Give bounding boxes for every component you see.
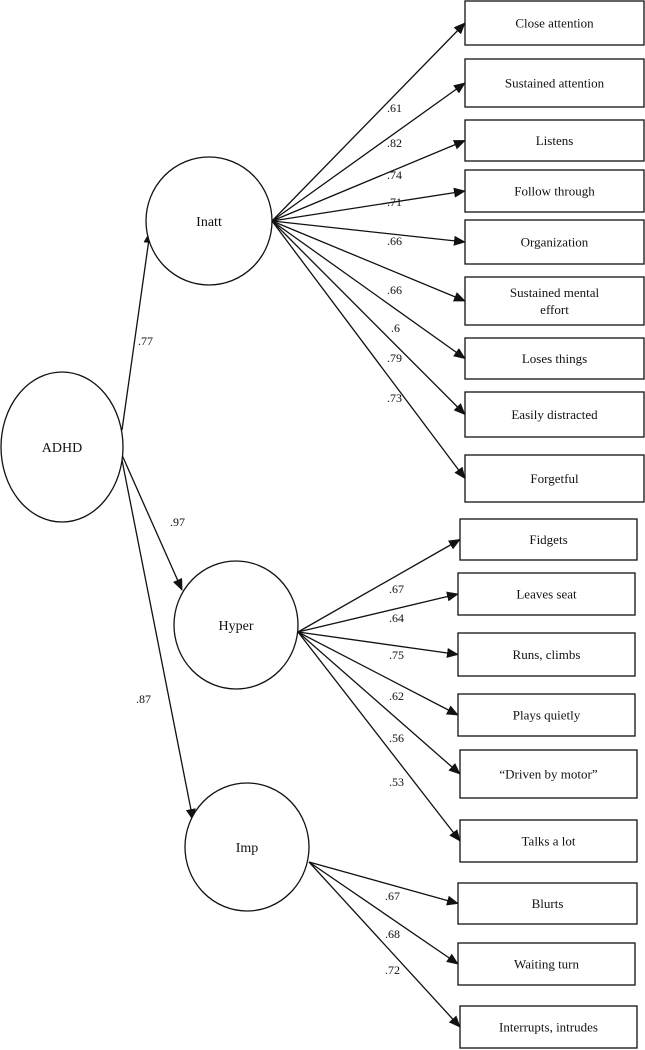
loading-forgetful: .79 xyxy=(387,351,402,365)
arrow-imp-to-interrupts-intrudes xyxy=(308,861,461,1028)
arrow-imp-to-blurts xyxy=(308,861,459,906)
loading-sustained-mental-effort: .66 xyxy=(387,234,402,248)
loading-driven-by-motor: .62 xyxy=(389,689,404,703)
arrow-inatt-to-follow-through xyxy=(271,187,466,222)
arrow-hyper-to-runs-climbs xyxy=(297,631,459,658)
arrow-hyper-to-talks-a-lot xyxy=(297,631,461,842)
loading-hyper-extra: .53 xyxy=(389,775,404,789)
indicator-box-driven-by-motor xyxy=(459,749,638,799)
indicator-label-runs-climbs: Runs, climbs xyxy=(513,647,581,662)
indicator-box-organization xyxy=(464,219,645,265)
indicator-box-listens xyxy=(464,119,645,162)
indicator-label-talks-a-lot: Talks a lot xyxy=(522,834,576,849)
arrow-hyper-to-driven-by-motor xyxy=(297,631,461,775)
arrow-inatt-to-loses-things xyxy=(271,220,466,360)
indicator-label-loses-things: Loses things xyxy=(522,351,587,366)
indicator-label-leaves-seat: Leaves seat xyxy=(516,587,577,602)
loading-follow-through: .74 xyxy=(387,168,402,182)
indicator-box-sustained-mental-effort xyxy=(464,276,645,326)
loading-loses-things: .66 xyxy=(387,283,402,297)
latent-hyper-circle xyxy=(173,560,299,690)
indicator-box-close-attention xyxy=(464,0,645,46)
arrow-inatt-to-organization xyxy=(271,220,466,246)
arrow-inatt-to-sustained-mental-effort xyxy=(271,220,466,302)
loading-inatt-extra: .73 xyxy=(387,391,402,405)
loading-plays-quietly: .75 xyxy=(389,648,404,662)
loading-sustained-attention: .61 xyxy=(387,101,402,115)
loading-organization: .71 xyxy=(387,195,402,209)
indicator-box-forgetful xyxy=(464,454,645,503)
indicator-label-close-attention: Close attention xyxy=(515,16,594,31)
loading-waiting-turn: .67 xyxy=(385,889,400,903)
indicator-box-talks-a-lot xyxy=(459,819,638,863)
indicator-label-easily-distracted: Easily distracted xyxy=(511,407,598,422)
arrow-inatt-to-listens xyxy=(271,139,466,222)
indicator-box-fidgets xyxy=(459,518,638,561)
arrow-imp-to-waiting-turn xyxy=(308,861,459,965)
indicator-label-fidgets: Fidgets xyxy=(529,532,567,547)
arrow-inatt-to-close-attention xyxy=(271,22,466,222)
loading-imp-extra: .72 xyxy=(385,963,400,977)
indicator-box-waiting-turn xyxy=(457,942,636,986)
indicator-label-follow-through: Follow through xyxy=(514,184,595,199)
latent-inatt-circle xyxy=(145,156,273,286)
arrow-adhd-to-inatt xyxy=(121,231,154,431)
arrow-inatt-to-sustained-attention xyxy=(271,82,466,222)
latent-imp-label: Imp xyxy=(236,841,259,856)
indicator-label-sustained-mental-effort-line-1: Sustained mental xyxy=(510,285,600,300)
indicator-box-loses-things xyxy=(464,337,645,380)
indicator-label-plays-quietly: Plays quietly xyxy=(513,708,581,723)
indicator-label-driven-by-motor: “Driven by motor” xyxy=(499,767,597,782)
indicator-label-waiting-turn: Waiting turn xyxy=(514,957,580,972)
indicator-box-follow-through xyxy=(464,169,645,213)
indicator-box-interrupts-intrudes xyxy=(459,1005,638,1049)
latent-adhd-label: ADHD xyxy=(42,441,82,456)
latent-inatt-label: Inatt xyxy=(196,215,222,230)
loading-listens: .82 xyxy=(387,136,402,150)
indicator-label-sustained-attention: Sustained attention xyxy=(505,76,605,91)
indicator-box-runs-climbs xyxy=(457,632,636,677)
arrow-inatt-to-forgetful xyxy=(271,220,466,480)
latent-imp-circle xyxy=(184,782,310,912)
loading-adhd-imp: .87 xyxy=(136,692,151,706)
indicator-label-interrupts-intrudes: Interrupts, intrudes xyxy=(499,1020,598,1035)
loading-leaves-seat: .67 xyxy=(389,582,404,596)
indicator-label-sustained-mental-effort-line-2: effort xyxy=(540,302,569,317)
loading-interrupts-intrudes: .68 xyxy=(385,927,400,941)
arrow-hyper-to-plays-quietly xyxy=(297,631,459,716)
arrow-hyper-to-fidgets xyxy=(297,538,461,633)
indicator-box-leaves-seat xyxy=(457,572,636,616)
loading-talks-a-lot: .56 xyxy=(389,731,404,745)
indicator-box-plays-quietly xyxy=(457,693,636,737)
indicator-label-blurts: Blurts xyxy=(532,896,564,911)
latent-hyper-label: Hyper xyxy=(219,619,254,634)
indicator-box-blurts xyxy=(457,882,638,925)
loading-adhd-inatt: .77 xyxy=(138,334,153,348)
indicator-label-organization: Organization xyxy=(521,235,589,250)
loading-easily-distracted: .6 xyxy=(391,321,400,335)
latent-adhd-circle xyxy=(0,371,124,523)
arrow-inatt-to-easily-distracted xyxy=(271,220,466,416)
arrow-hyper-to-leaves-seat xyxy=(297,591,459,633)
loading-adhd-hyper: .97 xyxy=(170,515,185,529)
indicator-box-sustained-attention xyxy=(464,58,645,108)
arrow-adhd-to-imp xyxy=(121,459,196,821)
indicator-label-listens: Listens xyxy=(536,133,574,148)
loading-runs-climbs: .64 xyxy=(389,611,404,625)
arrow-adhd-to-hyper xyxy=(121,454,183,591)
indicator-box-easily-distracted xyxy=(464,391,645,438)
indicator-label-forgetful: Forgetful xyxy=(530,471,579,486)
